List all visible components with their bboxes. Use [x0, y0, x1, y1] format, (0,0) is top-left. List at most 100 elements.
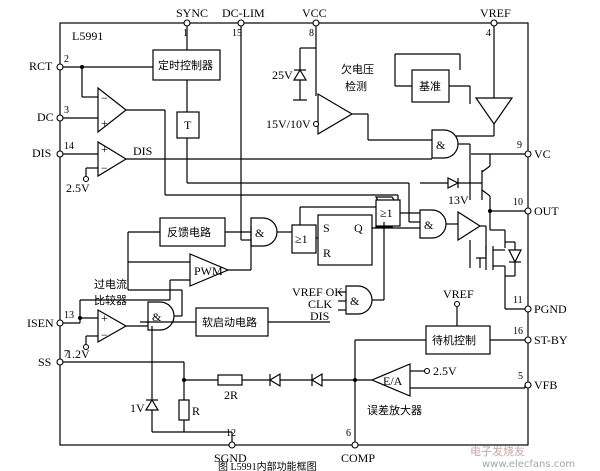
svg-text:−: − — [101, 161, 108, 175]
dis-comparator — [97, 140, 128, 178]
uvlo-comparator — [317, 92, 354, 136]
figure-caption: 图 L5991内部功能框图 — [218, 460, 317, 471]
svg-text:PGND: PGND — [534, 302, 567, 316]
svg-text:S: S — [323, 221, 330, 235]
reference-block — [411, 69, 450, 103]
svg-text:R: R — [323, 246, 331, 260]
svg-text:SYNC: SYNC — [176, 6, 208, 20]
pin-vfb: VFB 5 — [518, 371, 557, 392]
resistor-r — [178, 399, 190, 421]
vrefok-label: VREF OK — [292, 285, 343, 299]
svg-text:ISEN: ISEN — [27, 316, 54, 330]
ocp-and-gate — [147, 301, 175, 331]
vref-tap-label: VREF — [443, 287, 474, 301]
svg-text:3: 3 — [64, 105, 69, 116]
main-and-gate — [419, 209, 447, 239]
pin-rct: RCT 2 — [29, 54, 69, 73]
svg-text:欠电压: 欠电压 — [341, 62, 374, 76]
svg-text:T: T — [184, 118, 192, 132]
svg-text:基准: 基准 — [419, 80, 441, 93]
svg-text:Q: Q — [354, 221, 363, 235]
dis-ref-label: 2.5V — [66, 181, 90, 195]
svg-text:10: 10 — [513, 197, 523, 208]
svg-text:4: 4 — [486, 28, 491, 39]
svg-text:+: + — [101, 116, 108, 130]
svg-text:OUT: OUT — [534, 204, 559, 218]
pin-dc: DC 3 — [37, 105, 69, 124]
svg-text:ST-BY: ST-BY — [534, 333, 568, 347]
svg-text:&: & — [152, 310, 162, 324]
svg-text:VFB: VFB — [534, 378, 557, 392]
pin-out: OUT 10 — [513, 197, 559, 218]
svg-text:反馈电路: 反馈电路 — [167, 226, 211, 239]
svg-text:R: R — [192, 404, 200, 418]
dis-out-label: DIS — [133, 144, 152, 158]
svg-text:16: 16 — [513, 326, 523, 337]
sr-flipflop — [317, 214, 373, 266]
chip-name: L5991 — [72, 29, 103, 43]
error-amplifier — [370, 363, 411, 397]
uvlo-thresh-label: 15V/10V — [266, 117, 311, 131]
svg-text:1: 1 — [183, 28, 188, 39]
ea-ref-label: 2.5V — [433, 364, 457, 378]
pin-pgnd: PGND 11 — [513, 295, 567, 316]
standby-block — [425, 325, 491, 355]
watermark-line1: 电子发烧友 — [470, 444, 525, 458]
pin-st-by: ST-BY 16 — [513, 326, 568, 347]
isen-ref-label: 1.2V — [66, 347, 90, 361]
pwm-comparator — [189, 253, 230, 287]
svg-text:2R: 2R — [224, 388, 238, 402]
svg-text:6: 6 — [346, 428, 351, 439]
pin-vc: VC 9 — [517, 140, 551, 161]
zener-1v-label: 1V — [130, 401, 145, 415]
pin-dc-lim: DC-LIM 15 — [222, 6, 265, 202]
svg-text:15: 15 — [232, 28, 242, 39]
vref-buffer — [474, 97, 514, 126]
svg-text:DIS: DIS — [32, 146, 51, 160]
svg-text:VC: VC — [534, 147, 551, 161]
v13-label: 13V — [448, 193, 469, 207]
svg-text:DC-LIM: DC-LIM — [222, 6, 265, 20]
svg-text:9: 9 — [517, 140, 522, 151]
pin-dis: DIS 14 — [32, 141, 74, 160]
svg-text:14: 14 — [64, 141, 74, 152]
clk-label: CLK — [308, 297, 332, 311]
svg-text:VCC: VCC — [302, 6, 327, 20]
svg-text:DC: DC — [37, 110, 54, 124]
svg-text:−: − — [101, 328, 108, 342]
svg-text:RCT: RCT — [29, 59, 53, 73]
resistor-2r — [217, 374, 243, 386]
svg-text:13: 13 — [64, 310, 74, 321]
svg-text:VREF: VREF — [480, 6, 511, 20]
svg-text:+: + — [101, 142, 108, 156]
svg-text:12: 12 — [226, 428, 236, 439]
svg-text:SGND: SGND — [214, 451, 247, 465]
svg-text:检测: 检测 — [345, 79, 367, 93]
svg-text:≥1: ≥1 — [380, 206, 393, 220]
svg-text:过电流: 过电流 — [94, 277, 127, 291]
svg-text:&: & — [436, 138, 446, 152]
svg-text:8: 8 — [309, 28, 314, 39]
chip-outline — [59, 22, 529, 446]
svg-text:7: 7 — [64, 349, 69, 360]
svg-text:PWM: PWM — [194, 264, 223, 278]
svg-text:SS: SS — [38, 355, 51, 369]
zener-25v-label: 25V — [272, 68, 293, 82]
svg-text:5: 5 — [518, 371, 523, 382]
timer-label: 定时控制器 — [158, 58, 213, 72]
svg-text:&: & — [255, 226, 265, 240]
svg-text:待机控制: 待机控制 — [432, 333, 476, 347]
dis-in-label: DIS — [310, 309, 329, 323]
svg-text:2: 2 — [64, 54, 69, 65]
svg-text:−: − — [101, 91, 108, 105]
ea-caption: 误差放大器 — [367, 403, 422, 417]
svg-text:≥1: ≥1 — [295, 232, 308, 246]
svg-text:&: & — [424, 218, 434, 232]
pin-sgnd: 12 SGND — [214, 428, 247, 465]
pin-isen: ISEN 13 — [27, 310, 74, 330]
vrefok-and-gate — [345, 285, 373, 315]
or-gate-sr — [291, 224, 317, 254]
svg-text:E/A: E/A — [383, 374, 403, 388]
t-block — [176, 111, 200, 139]
